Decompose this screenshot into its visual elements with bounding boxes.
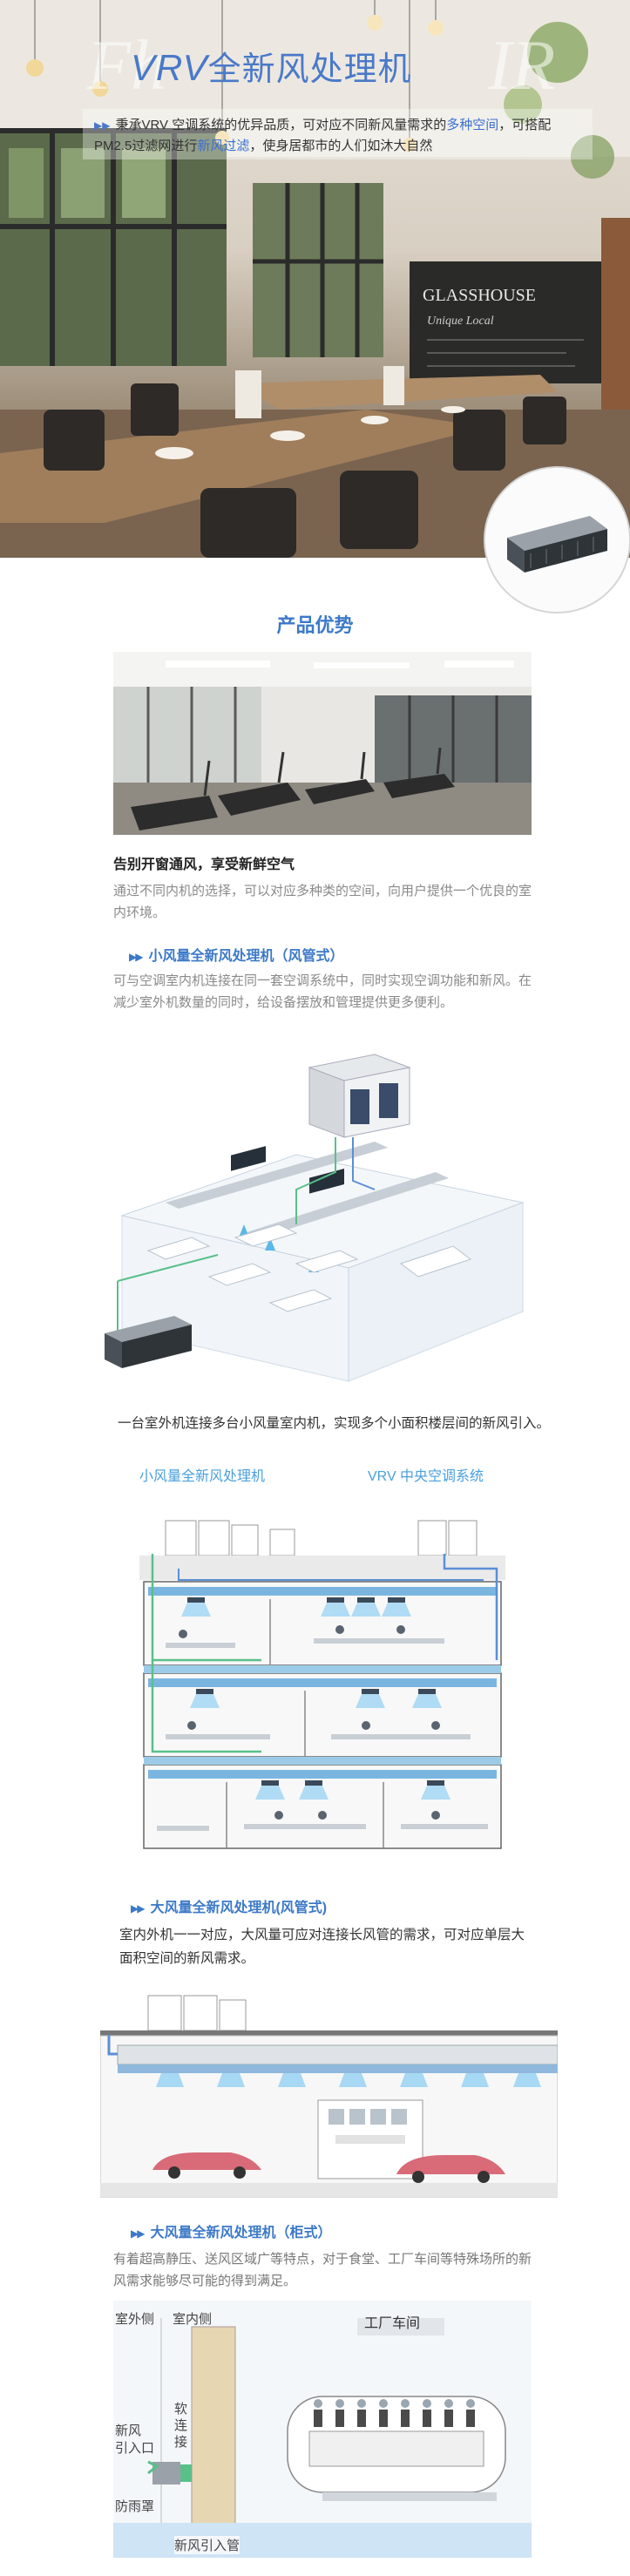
- hero-subtitle-p3: 新风过滤: [197, 139, 250, 153]
- diagram-label-right: VRV 中央空调系统: [368, 1469, 484, 1484]
- large-duct-heading-text: 大风量全新风处理机(风管式): [150, 1901, 328, 1915]
- large-cabinet-body: 有着超高静压、送风区域广等特点，对于食堂、工厂车间等特殊场所的新风需求能够尽可能…: [113, 2252, 532, 2288]
- hero-watermark-right: IR: [488, 25, 556, 105]
- large-duct-body: 室内外机一一对应，大风量可应对连接长风管的需求，可对应单层大面积空间的新风需求。: [119, 1928, 525, 1966]
- factory-diagram: 室外侧 室内侧 工厂车间 新风 引入口 防雨罩 软 连 接 新风引入管: [113, 2301, 532, 2558]
- intro-body: 通过不同内机的选择，可以对应多种类的空间，向用户提供一个优良的室内环境。: [113, 884, 532, 920]
- hero-banner: GLASSHOUSE Unique Local: [0, 0, 630, 558]
- label-workshop: 工厂车间: [364, 2316, 421, 2331]
- small-duct-body: 可与空调室内机连接在同一套空调系统中，同时实现空调功能和新风。在减少室外机数量的…: [113, 973, 532, 1010]
- label-soft-connection: 软 连 接: [174, 2402, 188, 2450]
- hero-title: VRV全新风处理机: [131, 42, 412, 90]
- restaurant-photo: GLASSHOUSE Unique Local: [0, 0, 630, 558]
- building-section-diagram: [139, 1486, 505, 1861]
- duct-unit-image: [484, 466, 630, 613]
- hero-subtitle: ▶▶ 秉承VRV 空调系统的优异品质，可对应不同新风量需求的多种空间，可搭配PM2…: [94, 115, 582, 157]
- label-rain-cover: 防雨罩: [115, 2499, 155, 2514]
- chalkboard-title: GLASSHOUSE: [423, 286, 536, 305]
- diagram-label-left: 小风量全新风处理机: [139, 1469, 266, 1484]
- hero-title-rest: 全新风处理机: [207, 51, 412, 88]
- label-inlet-pipe: 新风引入管: [174, 2536, 240, 2554]
- hero-watermark-left: Fh: [87, 25, 167, 105]
- chalkboard-subtitle: Unique Local: [427, 315, 494, 328]
- large-cabinet-heading-text: 大风量全新风处理机（柜式）: [150, 2226, 332, 2240]
- large-duct-diagram: [99, 1991, 559, 2200]
- office-duct-diagram: [87, 1050, 540, 1399]
- small-duct-heading-text: 小风量全新风处理机（风管式）: [148, 949, 344, 964]
- large-duct-heading: ▶▶ 大风量全新风处理机(风管式): [131, 1895, 327, 1916]
- gym-photo: [113, 652, 532, 835]
- label-indoor: 室内侧: [173, 2312, 213, 2327]
- hero-title-prefix: VRV: [131, 47, 208, 88]
- label-outdoor: 室外侧: [115, 2312, 155, 2327]
- arrow-icon: ▶▶: [129, 951, 144, 963]
- hero-subtitle-p2: ，可搭配PM2.5过滤网进行: [94, 118, 552, 153]
- section-title: 产品优势: [276, 614, 354, 636]
- caption-one-to-many: 一台室外机连接多台小风量室内机，实现多个小面积楼层间的新风引入。: [118, 1416, 551, 1431]
- hero-subtitle-p0: 秉承VRV 空调系统的优异品质，可对应不同新风量需求的: [115, 118, 447, 132]
- hero-subtitle-p4: ，使身居都市的人们如沐大自然: [249, 139, 433, 153]
- arrow-icon: ▶▶: [131, 1902, 146, 1915]
- small-duct-heading: ▶▶ 小风量全新风处理机（风管式）: [129, 944, 343, 965]
- large-cabinet-heading: ▶▶ 大风量全新风处理机（柜式）: [131, 2220, 331, 2241]
- hero-subtitle-p1: 多种空间: [446, 118, 499, 132]
- arrow-icon: ▶▶: [94, 119, 111, 132]
- arrow-icon: ▶▶: [131, 2227, 146, 2240]
- intro-heading: 告别开窗通风，享受新鲜空气: [113, 858, 295, 872]
- label-inlet: 新风 引入口: [115, 2423, 155, 2456]
